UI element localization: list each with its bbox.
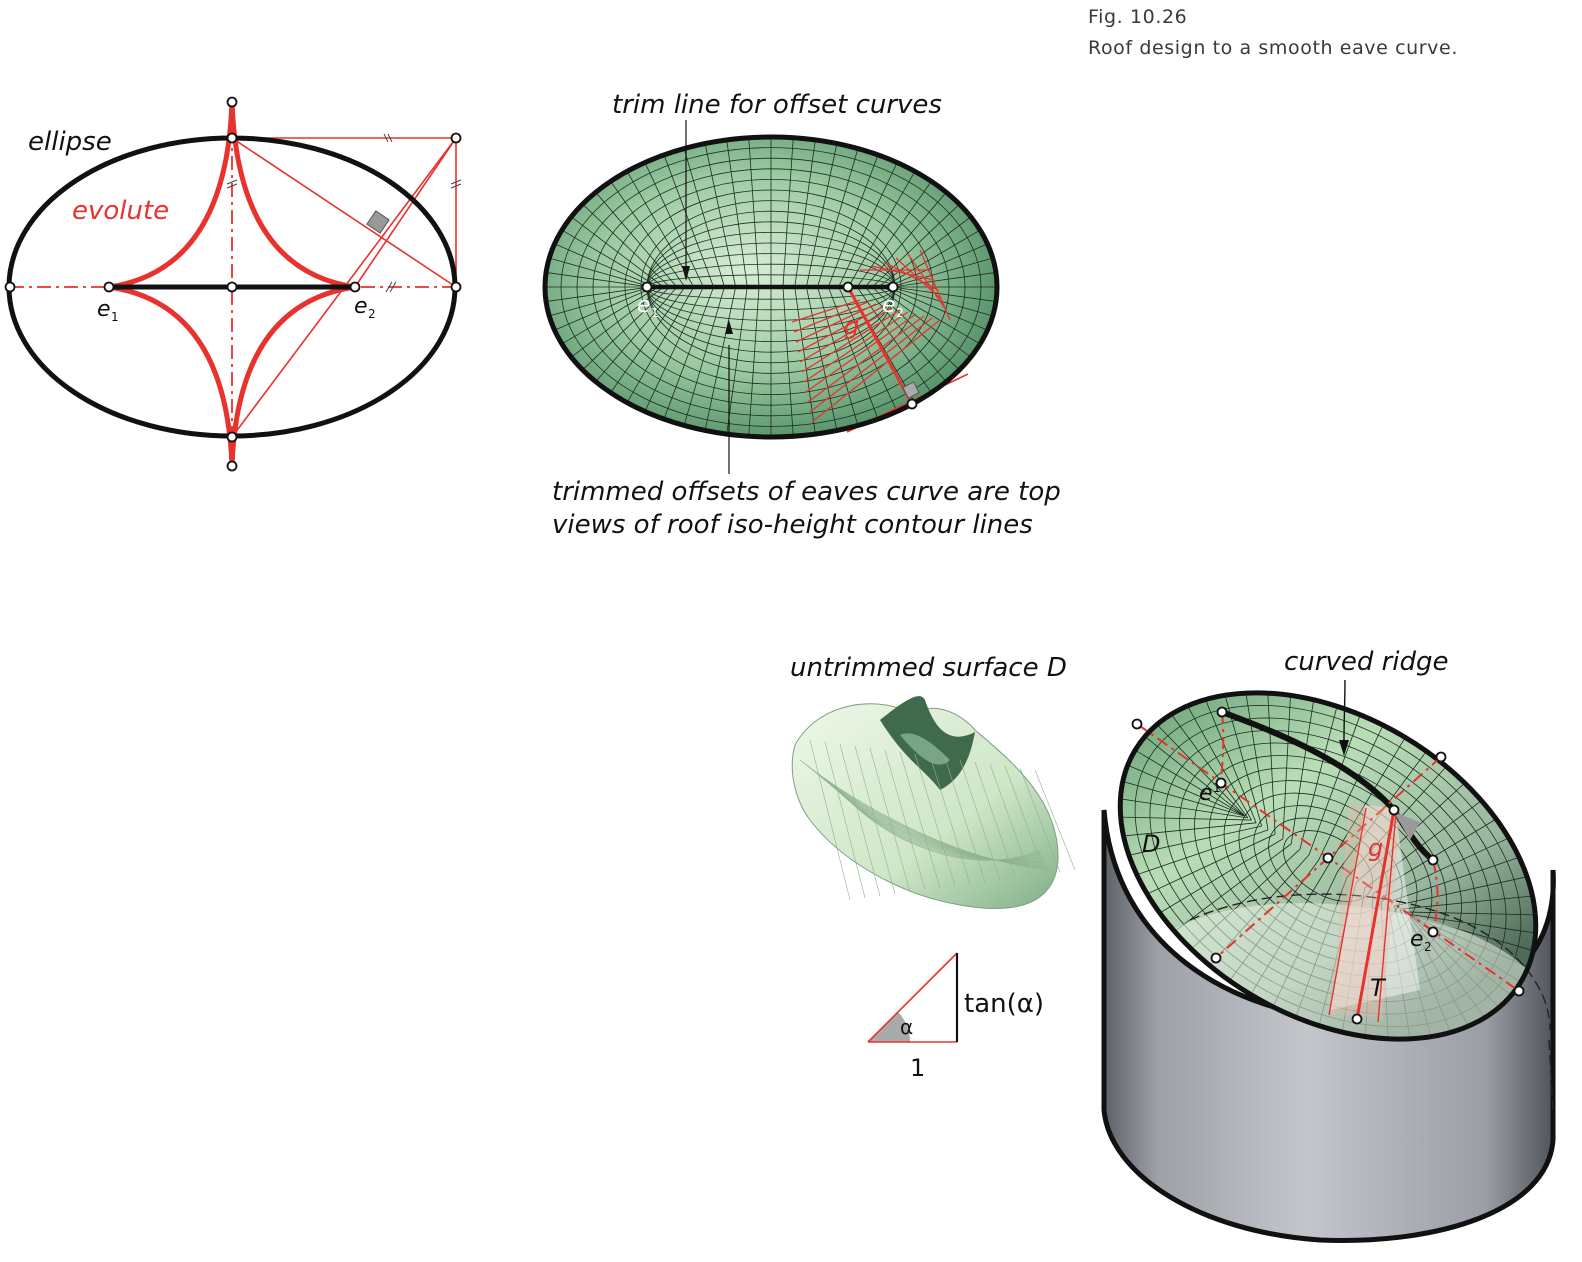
- roof-focus-e2-label: e: [1410, 927, 1424, 952]
- normal-hatch: [791, 249, 951, 423]
- tangent-plane-label: T: [1370, 974, 1387, 1002]
- unit-label: 1: [910, 1054, 925, 1082]
- top-focus-e2-sub: 2: [896, 306, 904, 320]
- roof-focus-e2-sub: 2: [1424, 940, 1432, 954]
- untrimmed-surface-diagram: untrimmed surface D: [790, 653, 1076, 910]
- surface-d-label: D: [1142, 830, 1160, 858]
- focus-e2-label: e: [354, 294, 368, 319]
- trim-line-label: trim line for offset curves: [612, 90, 942, 120]
- evolute-label: evolute: [72, 196, 169, 226]
- ellipse-label: ellipse: [28, 127, 112, 157]
- top-focus-e2-label: e: [882, 293, 896, 318]
- curved-ridge-label: curved ridge: [1284, 647, 1449, 677]
- roof-cylinder-diagram: curved ridge D g T e 1 e 2: [1101, 647, 1556, 1243]
- offset-curves-diagram: trim line for offset curves trimmed offs…: [542, 90, 1061, 540]
- untrimmed-label: untrimmed surface D: [790, 653, 1067, 683]
- focus-e1-label: e: [97, 297, 111, 322]
- tan-alpha-label: tan(α): [964, 989, 1044, 1019]
- alpha-label: α: [900, 1015, 913, 1039]
- offsets-label-line2: views of roof iso-height contour lines: [552, 510, 1033, 540]
- top-focus-e1-sub: 1: [651, 306, 659, 320]
- top-generator-label: g: [844, 312, 859, 340]
- offsets-label-line1: trimmed offsets of eaves curve are top: [552, 477, 1061, 507]
- roof-generator-label: g: [1368, 834, 1383, 862]
- focus-e2-sub: 2: [368, 307, 376, 321]
- figure-number: Fig. 10.26: [1088, 6, 1188, 28]
- top-focus-e1-label: e: [637, 293, 651, 318]
- roof-focus-e1-label: e: [1199, 781, 1213, 806]
- roof-focus-e1-sub: 1: [1213, 781, 1221, 795]
- slope-triangle: tan(α) 1 α: [867, 952, 1044, 1082]
- focus-e1-sub: 1: [111, 310, 119, 324]
- ellipse-evolute-diagram: ellipse evolute e 1 e 2: [4, 96, 462, 472]
- figure-title: Roof design to a smooth eave curve.: [1088, 37, 1458, 59]
- figure-caption: Fig. 10.26 Roof design to a smooth eave …: [1088, 2, 1458, 64]
